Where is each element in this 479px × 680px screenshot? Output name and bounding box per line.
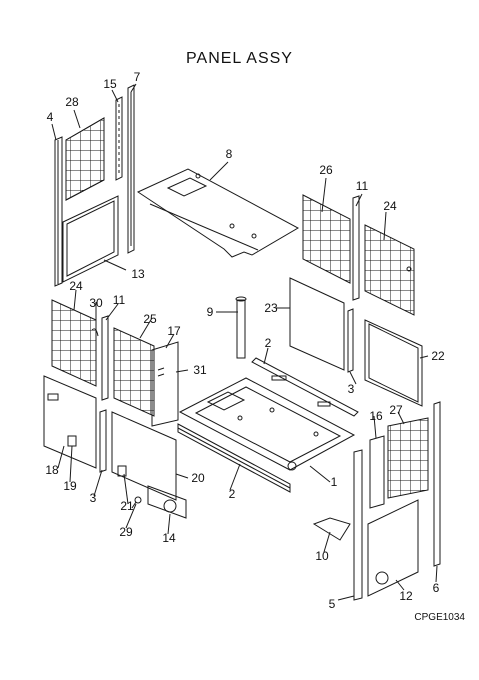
callout-18: 18 — [45, 463, 59, 477]
part-rail-3-right — [347, 308, 354, 373]
callout-14: 14 — [162, 531, 176, 545]
callout-24-right: 24 — [383, 199, 397, 213]
part-cross-member-2-top — [251, 357, 359, 417]
callout-5: 5 — [329, 597, 336, 611]
callout-29: 29 — [119, 525, 133, 539]
part-rail-7 — [127, 84, 135, 254]
callout-3-right: 3 — [348, 382, 355, 396]
callout-1: 1 — [331, 475, 338, 489]
part-screen-24-left — [51, 299, 97, 387]
callout-labels: 4 28 15 7 8 13 26 11 24 9 23 2 3 22 24 3… — [45, 70, 445, 611]
callout-30: 30 — [89, 296, 103, 310]
callout-16: 16 — [369, 409, 383, 423]
part-roof-plate-8 — [136, 168, 300, 258]
diagram-title: PANEL ASSY — [186, 50, 293, 67]
callout-2-bottom: 2 — [229, 487, 236, 501]
callout-19: 19 — [63, 479, 77, 493]
figure-code: CPGE1034 — [414, 612, 465, 623]
part-rail-15 — [115, 96, 123, 181]
part-screen-26 — [302, 194, 351, 284]
callout-11-right: 11 — [356, 179, 369, 193]
callout-9: 9 — [207, 305, 214, 319]
part-rail-3-left — [99, 409, 107, 473]
part-post-11-right — [352, 195, 360, 301]
part-handle-19 — [67, 435, 77, 447]
part-post-11-left — [101, 315, 109, 401]
callout-27: 27 — [389, 403, 403, 417]
part-screen-25 — [113, 327, 155, 417]
callout-24-left: 24 — [69, 279, 83, 293]
callout-25: 25 — [143, 312, 157, 326]
callout-4: 4 — [47, 110, 54, 124]
callout-20: 20 — [191, 471, 205, 485]
callout-2-top: 2 — [265, 336, 272, 350]
part-panel-22 — [364, 319, 423, 407]
callout-31: 31 — [193, 363, 207, 377]
part-base-rail-2-bottom — [177, 423, 291, 493]
part-pipe-9 — [235, 296, 247, 359]
callout-21: 21 — [120, 499, 134, 513]
callout-8: 8 — [226, 147, 233, 161]
part-screen-27 — [387, 417, 429, 499]
part-panel-18 — [43, 375, 97, 469]
callout-15: 15 — [103, 77, 117, 91]
callout-13: 13 — [131, 267, 145, 281]
part-plate-14 — [147, 485, 187, 519]
part-panel-20 — [111, 411, 177, 501]
part-post-6 — [433, 401, 441, 567]
leader-lines — [51, 83, 438, 601]
part-base-frame-1 — [178, 377, 356, 471]
part-post-4 — [54, 136, 63, 287]
callout-23: 23 — [264, 301, 278, 315]
callout-10: 10 — [315, 549, 329, 563]
part-panel-23 — [289, 277, 345, 371]
part-cover-16 — [369, 435, 385, 509]
part-cover-17 — [151, 341, 179, 427]
part-panel-12 — [367, 499, 419, 597]
callout-26: 26 — [319, 163, 333, 177]
part-bolt-29 — [131, 496, 142, 509]
part-bracket-10 — [312, 517, 351, 541]
callout-28: 28 — [65, 95, 79, 109]
part-post-5 — [353, 449, 363, 601]
callout-12: 12 — [399, 589, 413, 603]
callout-17: 17 — [167, 324, 181, 338]
callout-11-left: 11 — [113, 293, 126, 307]
part-screen-28 — [65, 117, 105, 201]
callout-6: 6 — [433, 581, 440, 595]
part-panel-13 — [62, 195, 119, 283]
callout-3-left: 3 — [90, 491, 97, 505]
callout-22: 22 — [431, 349, 445, 363]
callout-7: 7 — [134, 70, 141, 84]
part-handle-21 — [117, 465, 127, 477]
part-screen-24-right — [364, 224, 415, 316]
